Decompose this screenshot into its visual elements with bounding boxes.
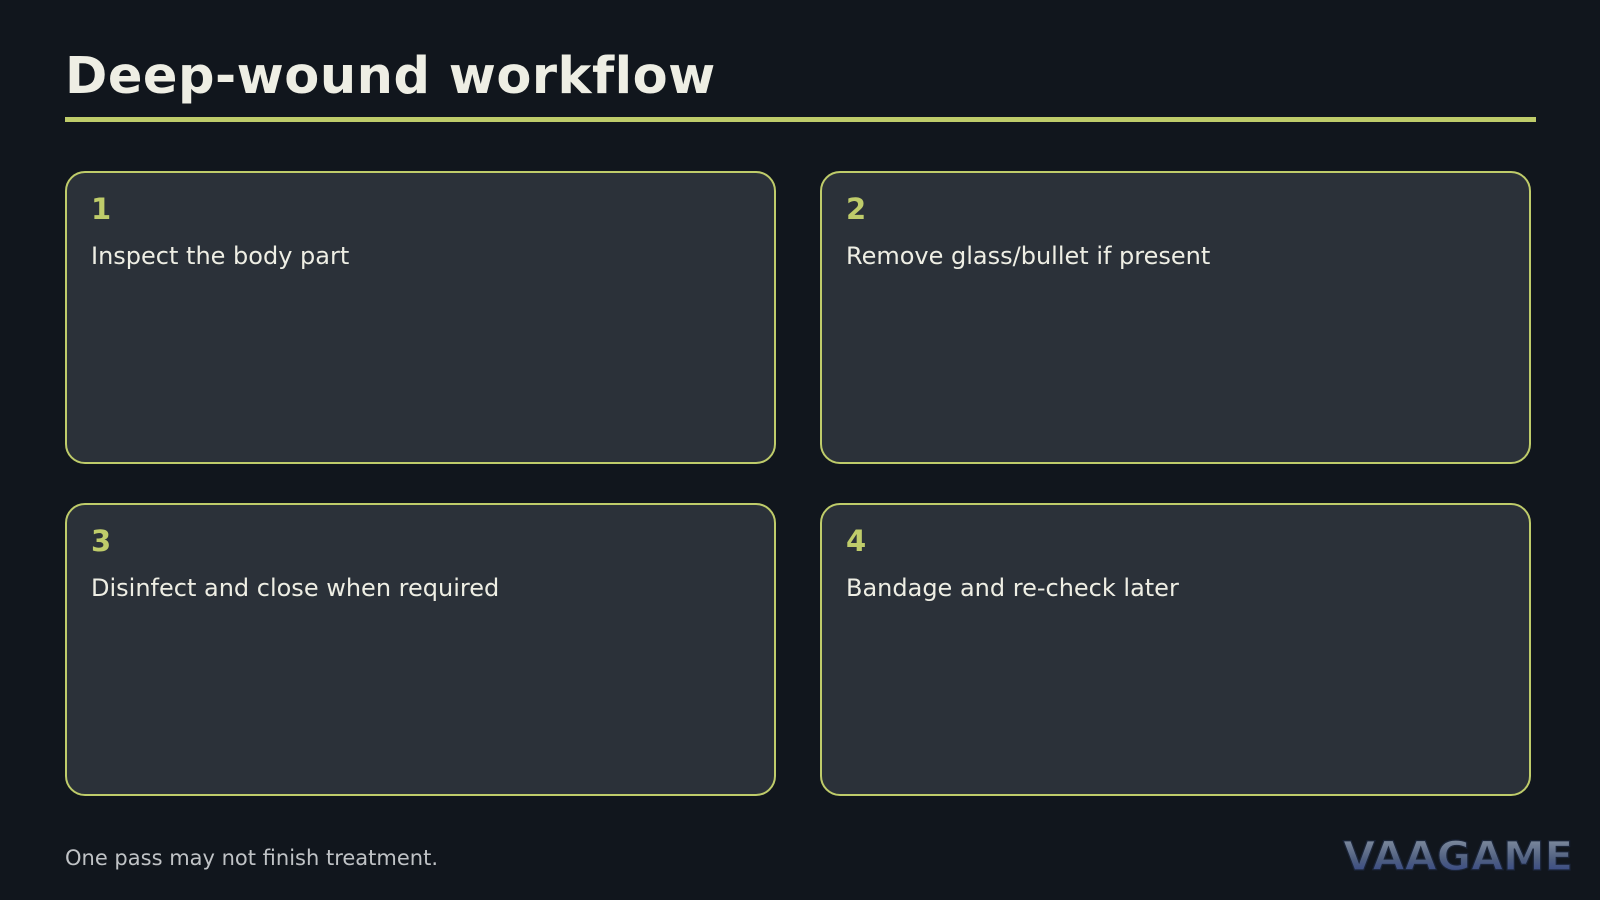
step-text: Remove glass/bullet if present [846, 242, 1211, 270]
step-number: 3 [91, 524, 112, 558]
step-card: 1 Inspect the body part [65, 171, 776, 464]
step-text: Bandage and re-check later [846, 574, 1179, 602]
step-number: 1 [91, 192, 112, 226]
brand-logo-text: VAAGAME [1343, 834, 1573, 880]
step-card: 3 Disinfect and close when required [65, 503, 776, 796]
step-text: Disinfect and close when required [91, 574, 500, 602]
page-title: Deep-wound workflow [65, 47, 716, 106]
step-number: 4 [846, 524, 867, 558]
brand-logo: VAAGAME [1342, 833, 1573, 880]
title-underline [65, 117, 1536, 122]
step-number: 2 [846, 192, 867, 226]
step-text: Inspect the body part [91, 242, 350, 270]
step-card: 4 Bandage and re-check later [820, 503, 1531, 796]
footer-note: One pass may not finish treatment. [65, 846, 439, 870]
step-card: 2 Remove glass/bullet if present [820, 171, 1531, 464]
